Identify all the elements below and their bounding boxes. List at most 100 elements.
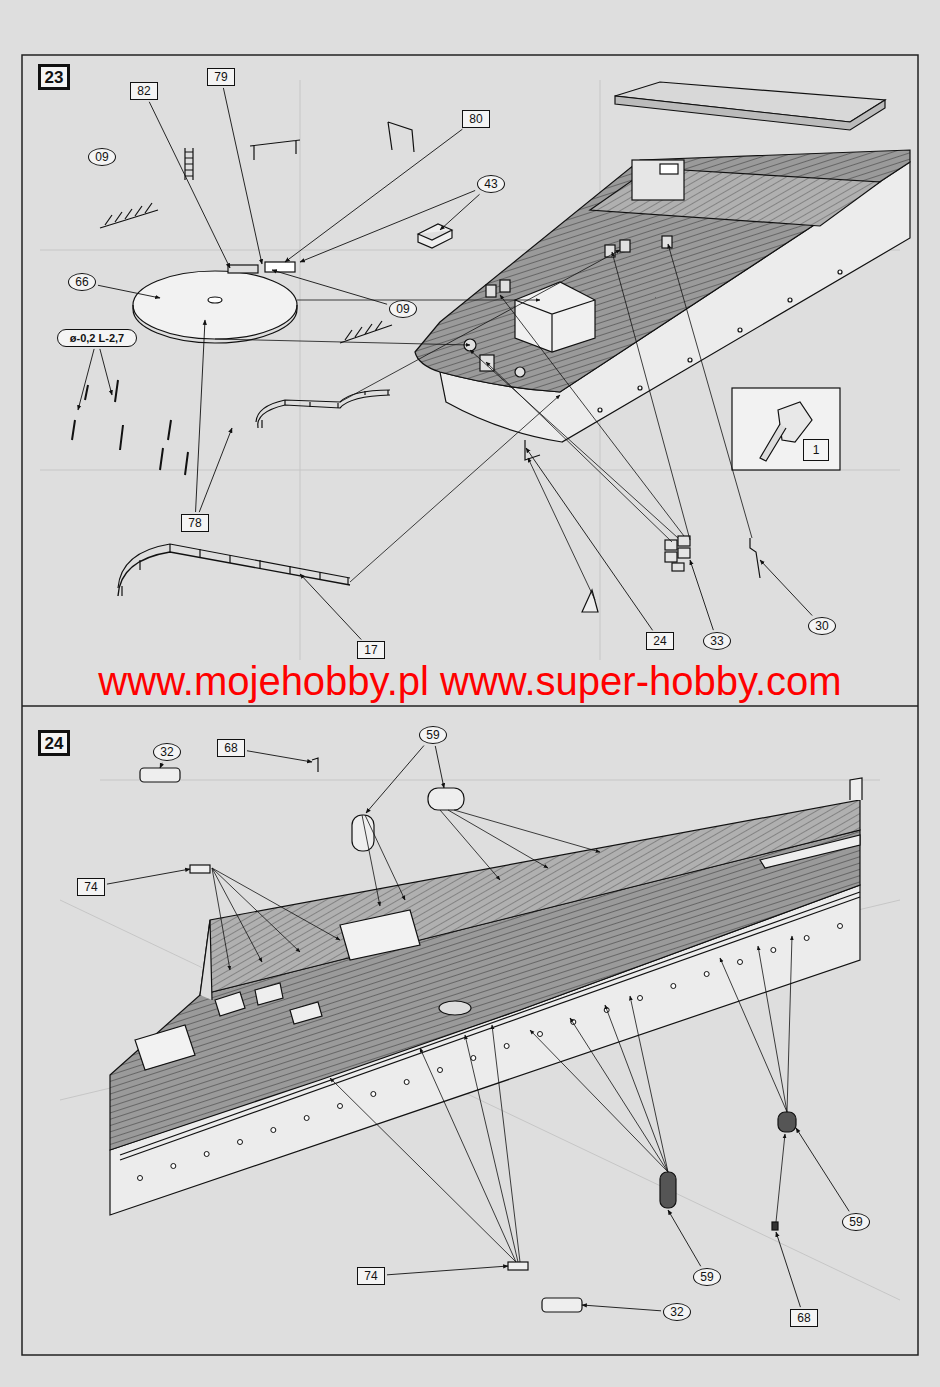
leader-line (149, 102, 230, 268)
callout-text: 66 (75, 276, 88, 288)
callout-text: 09 (95, 151, 108, 163)
leader-line (196, 320, 205, 512)
callout-number: 30 (808, 617, 836, 635)
callout-number: 68 (217, 739, 245, 757)
callout-number: 59 (419, 726, 447, 744)
porthole (804, 936, 809, 941)
assembly-line (528, 458, 595, 600)
porthole (138, 1176, 143, 1181)
callout-number: 09 (389, 300, 417, 318)
callout-text: 74 (364, 1270, 377, 1282)
callout-number: 78 (181, 514, 209, 532)
leader-line (387, 1266, 508, 1275)
callout-number: 24 (646, 632, 674, 650)
leader-line (285, 129, 462, 262)
assembly-line (215, 339, 470, 345)
assembly-line (758, 946, 787, 1112)
assembly-line (350, 395, 560, 582)
callout-text: 78 (188, 517, 201, 529)
callout-number: 68 (790, 1309, 818, 1327)
watermark: www.mojehobby.pl www.super-hobby.com (98, 660, 841, 702)
assembly-line (787, 936, 792, 1112)
callout-text: 17 (364, 644, 377, 656)
callout-number: 66 (68, 273, 96, 291)
callout-number: 79 (207, 68, 235, 86)
leader-line (668, 1210, 701, 1266)
assembly-line (365, 815, 405, 900)
porthole (304, 1116, 309, 1121)
leader-line (760, 560, 812, 616)
leader-line (440, 194, 480, 230)
callout-text: 1 (813, 444, 820, 456)
callout-text: 24 (45, 735, 64, 752)
assembly-line (465, 1035, 518, 1262)
callout-number: 32 (663, 1303, 691, 1321)
leader-line (526, 448, 653, 630)
callout-number: 17 (357, 641, 385, 659)
porthole (704, 972, 709, 977)
callout-number: 09 (88, 148, 116, 166)
callout-text: 74 (84, 881, 97, 893)
leader-line (300, 190, 475, 262)
porthole (404, 1080, 409, 1085)
step-number: 24 (38, 730, 70, 756)
assembly-line (668, 244, 752, 538)
callout-text: 24 (653, 635, 666, 647)
assembly-line (630, 996, 668, 1172)
assembly-line (776, 1134, 785, 1222)
porthole (271, 1128, 276, 1133)
callout-text: 59 (426, 729, 439, 741)
porthole (238, 1140, 243, 1145)
leader-line (300, 574, 361, 640)
callout-text: 59 (849, 1216, 862, 1228)
assembly-line (340, 250, 620, 402)
callout-text: 09 (396, 303, 409, 315)
callout-text: 68 (224, 742, 237, 754)
callout-text: 80 (469, 113, 482, 125)
porthole (638, 996, 643, 1001)
assembly-line (492, 1025, 520, 1262)
leader-line (223, 88, 262, 264)
leader-line (199, 428, 232, 512)
callout-text: 30 (815, 620, 828, 632)
callout-number: 74 (77, 878, 105, 896)
porthole (838, 924, 843, 929)
callout-text: 79 (214, 71, 227, 83)
leader-line (690, 560, 713, 630)
callout-text: 32 (160, 746, 173, 758)
leader-line (247, 751, 312, 762)
callout-text: 43 (484, 178, 497, 190)
callout-number: ø-0,2 L-2,7 (57, 329, 137, 347)
callout-text: 32 (670, 1306, 683, 1318)
leader-line (78, 349, 94, 410)
porthole (171, 1164, 176, 1169)
leader-line (582, 1305, 661, 1311)
assembly-line (212, 868, 340, 940)
callout-number: 82 (130, 82, 158, 100)
callout-text: 59 (700, 1271, 713, 1283)
porthole (538, 1032, 543, 1037)
assembly-line (212, 868, 230, 970)
assembly-line (330, 1078, 516, 1262)
porthole (671, 984, 676, 989)
callout-text: 23 (45, 69, 64, 86)
porthole (438, 1068, 443, 1073)
callout-text: 33 (710, 635, 723, 647)
leader-line (100, 349, 112, 395)
callout-number: 80 (462, 110, 490, 128)
leader-line (160, 763, 162, 768)
assembly-line (720, 958, 787, 1112)
leader-line (366, 746, 424, 813)
porthole (338, 1104, 343, 1109)
callout-number: 33 (703, 632, 731, 650)
assembly-line (448, 810, 548, 868)
porthole (738, 960, 743, 965)
porthole (204, 1152, 209, 1157)
porthole (471, 1056, 476, 1061)
callout-text: ø-0,2 L-2,7 (70, 333, 124, 344)
porthole (504, 1044, 509, 1049)
porthole (371, 1092, 376, 1097)
assembly-line (530, 1030, 668, 1172)
callout-number: 32 (153, 743, 181, 761)
callout-number: 59 (693, 1268, 721, 1286)
